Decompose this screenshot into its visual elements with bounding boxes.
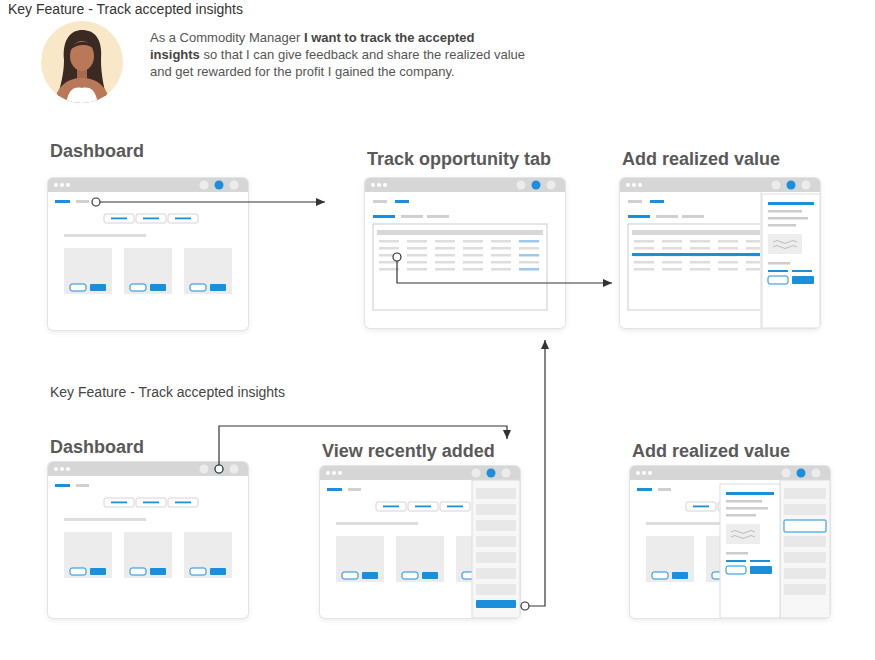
screen-title: Add realized value: [630, 441, 830, 462]
screen-title: View recently added: [320, 441, 520, 462]
screen-mockup: View recently added: [320, 441, 520, 618]
screen-mockup: Add realized value: [630, 441, 830, 618]
screen-mockup: Add realized value: [620, 149, 820, 328]
browser-window: [365, 178, 565, 328]
hotspot-dot: [215, 465, 223, 473]
screen-mockup: Dashboard: [48, 141, 248, 330]
screen-title: Track opportunity tab: [365, 149, 565, 170]
screen-title: Dashboard: [48, 437, 248, 458]
wireframe: [320, 466, 520, 618]
story-text: so that I can give feedback and share th…: [150, 47, 525, 79]
browser-window: [48, 178, 248, 330]
section-heading: Key Feature - Track accepted insights: [50, 384, 285, 400]
wireframe: [48, 462, 248, 618]
story-text: As a Commodity Manager: [150, 30, 300, 45]
user-avatar: [40, 20, 124, 104]
wireframe: [630, 466, 830, 618]
wireframe: [48, 178, 248, 330]
screen-title: Add realized value: [620, 149, 820, 170]
flow-arrow: [525, 340, 545, 606]
page-title: Key Feature - Track accepted insights: [8, 1, 243, 17]
screen-mockup: Track opportunity tab: [365, 149, 565, 328]
wireframe: [620, 178, 820, 328]
browser-window: [630, 466, 830, 618]
hotspot-dot: [521, 602, 529, 610]
wireframe: [365, 178, 565, 328]
screen-title: Dashboard: [48, 141, 248, 162]
browser-window: [320, 466, 520, 618]
user-story: As a Commodity ManagerI want to track th…: [150, 29, 535, 80]
browser-window: [48, 462, 248, 618]
browser-window: [620, 178, 820, 328]
screen-mockup: Dashboard: [48, 437, 248, 618]
